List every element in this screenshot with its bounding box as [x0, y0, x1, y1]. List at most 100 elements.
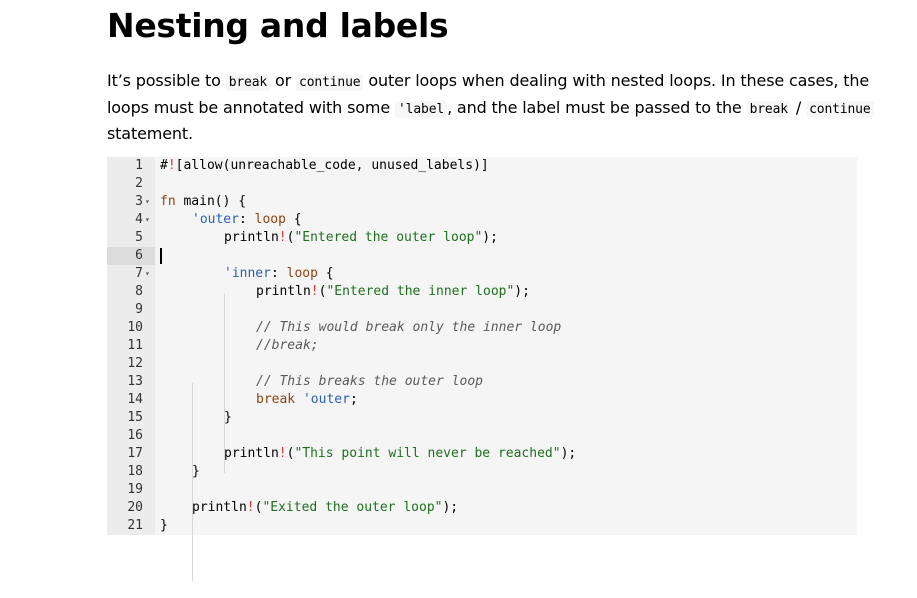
line-number: 2 [135, 176, 143, 191]
token: ); [482, 230, 498, 245]
token: fn [160, 194, 176, 209]
code-line-4: 'outer: loop { [107, 211, 857, 229]
text-cursor [160, 248, 162, 264]
line-number: 1 [135, 158, 143, 173]
inline-code-label: 'label [395, 100, 448, 118]
token: ); [514, 284, 530, 299]
gutter-row: 5 [107, 229, 155, 247]
token: ); [442, 500, 459, 515]
line-number: 6 [135, 248, 143, 263]
token: main() { [175, 194, 247, 209]
token: 'inner [224, 266, 271, 281]
token: ! [310, 284, 319, 299]
token: } [160, 518, 168, 533]
token: ! [246, 500, 255, 515]
code-line-21: } [107, 517, 857, 535]
gutter-row: 19 [107, 481, 155, 499]
fold-toggle-icon[interactable]: ▾ [145, 269, 150, 278]
token: println [224, 446, 279, 461]
token: { [285, 212, 302, 227]
code-line-1: #![allow(unreachable_code, unused_labels… [107, 157, 857, 175]
token: println [256, 284, 311, 299]
token: break [256, 392, 296, 407]
gutter-row: 21 [107, 517, 155, 535]
line-number: 11 [127, 338, 143, 353]
line-number: 12 [127, 356, 143, 371]
gutter-row: 15 [107, 409, 155, 427]
token: : [238, 212, 255, 227]
token: 'outer [192, 212, 239, 227]
line-number: 21 [127, 518, 143, 533]
token: loop [286, 266, 318, 281]
line-number: 18 [127, 464, 143, 479]
code-line-20: println!("Exited the outer loop"); [107, 499, 857, 517]
line-number: 13 [127, 374, 143, 389]
token: ! [278, 446, 287, 461]
token: println [224, 230, 279, 245]
gutter-row: 10 [107, 319, 155, 337]
code-line-10: // This would break only the inner loop [107, 319, 857, 337]
token: ! [278, 230, 287, 245]
line-number: 10 [127, 320, 143, 335]
gutter-row: 9 [107, 301, 155, 319]
gutter-row: 7▾ [107, 265, 155, 283]
line-number: 7 [135, 266, 143, 281]
inline-code-continue-2: continue [806, 100, 874, 118]
line-number: 8 [135, 284, 143, 299]
comment: //break; [256, 338, 319, 353]
code-line-8: println!("Entered the inner loop"); [107, 283, 857, 301]
line-number: 20 [127, 500, 143, 515]
gutter-row: 11 [107, 337, 155, 355]
gutter-row: 14 [107, 391, 155, 409]
gutter-row: 3▾ [107, 193, 155, 211]
gutter-row: 20 [107, 499, 155, 517]
text: It’s possible to [107, 71, 226, 90]
line-number: 19 [127, 482, 143, 497]
fold-toggle-icon[interactable]: ▾ [145, 197, 150, 206]
text: outer loops when dealing with nested loo… [107, 71, 870, 117]
comment: // This breaks the outer loop [256, 374, 483, 389]
token: ( [254, 500, 263, 515]
gutter-row: 16 [107, 427, 155, 445]
text: statement. [107, 124, 193, 143]
code-line-13: // This breaks the outer loop [107, 373, 857, 391]
token: } [192, 464, 200, 479]
token: [allow(unreachable_code, unused_labels)] [175, 158, 489, 173]
fold-toggle-icon[interactable]: ▾ [145, 215, 150, 224]
token: "This point will never be reached" [294, 446, 561, 461]
gutter-row: 1 [107, 157, 155, 175]
line-number: 17 [127, 446, 143, 461]
line-number: 5 [135, 230, 143, 245]
page-title: Nesting and labels [107, 6, 449, 45]
line-number: 9 [135, 302, 143, 317]
token: ! [167, 158, 176, 173]
gutter-row: 4▾ [107, 211, 155, 229]
gutter-row: 12 [107, 355, 155, 373]
gutter-row: 13 [107, 373, 155, 391]
line-number: 16 [127, 428, 143, 443]
code-line-17: println!("This point will never be reach… [107, 445, 857, 463]
inline-code-continue: continue [296, 74, 364, 91]
line-number: 3 [135, 194, 143, 209]
token: ; [349, 392, 358, 407]
token: 'outer [302, 392, 350, 407]
line-number: 4 [135, 212, 143, 227]
text: , and the label must be passed to the [447, 97, 747, 117]
code-line-11: //break; [107, 337, 857, 355]
gutter-row: 6 [107, 247, 155, 265]
gutter-row: 8 [107, 283, 155, 301]
token: } [224, 410, 232, 425]
token: println [192, 500, 247, 515]
code-line-15: } [107, 409, 857, 427]
code-line-18: } [107, 463, 857, 481]
intro-paragraph: It’s possible to break or continue outer… [107, 69, 877, 147]
gutter-row: 2 [107, 175, 155, 193]
code-line-14: break 'outer; [107, 391, 857, 409]
line-number-gutter [107, 157, 155, 535]
indent-guide [192, 383, 193, 581]
line-number: 14 [127, 392, 143, 407]
inline-code-break-2: break [746, 100, 791, 118]
token [295, 392, 303, 407]
comment: // This would break only the inner loop [256, 320, 562, 335]
